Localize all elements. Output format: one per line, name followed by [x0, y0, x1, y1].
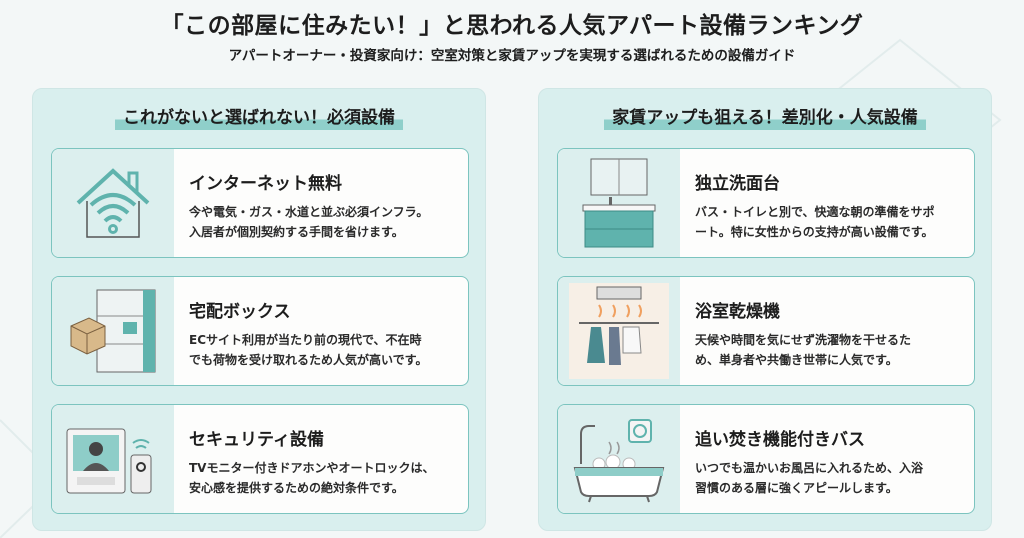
equipment-description: 今や電気・ガス・水道と並ぶ必須インフラ。: [189, 205, 429, 219]
equipment-title: 独立洗面台: [695, 174, 780, 194]
vanity-sink-icon: [558, 149, 680, 257]
equipment-card-security: セキュリティ設備 TVモニター付きドアホンやオートロックは、安心感を提供するため…: [51, 404, 469, 514]
house-wifi-icon: [52, 149, 174, 257]
delivery-box-icon: [52, 277, 174, 385]
bathroom-dryer-icon: [558, 277, 680, 385]
section-heading: これがないと選ばれない！必須設備: [115, 103, 403, 130]
equipment-description: め、単身者や共働き世帯に人気です。: [695, 353, 898, 367]
page-title: 「この部屋に住みたい！」と思われる人気アパート設備ランキング: [160, 13, 864, 39]
equipment-description: 天候や時間を気にせず洗濯物を干せるた: [695, 333, 912, 347]
equipment-title: セキュリティ設備: [189, 430, 324, 450]
equipment-title: 追い焚き機能付きバス: [695, 430, 865, 450]
equipment-description: でも荷物を受け取れるため人気が高いです。: [189, 353, 428, 367]
premium-equipment-panel: 家賃アップも狙える！差別化・人気設備 独立洗面台 バス・トイレと別で、快適な朝の…: [538, 88, 992, 531]
equipment-card-vanity: 独立洗面台 バス・トイレと別で、快適な朝の準備をサポート。特に女性からの支持が高…: [557, 148, 975, 258]
equipment-description: いつでも温かいお風呂に入れるため、入浴: [695, 461, 924, 475]
equipment-description: 安心感を提供するための絶対条件です。: [189, 481, 404, 495]
equipment-card-bathroom-dryer: 浴室乾燥機 天候や時間を気にせず洗濯物を干せるため、単身者や共働き世帯に人気です…: [557, 276, 975, 386]
equipment-title: 浴室乾燥機: [695, 302, 780, 322]
intercom-icon: [52, 405, 174, 513]
equipment-card-reheat-bath: 追い焚き機能付きバス いつでも温かいお風呂に入れるため、入浴習慣のある層に強くア…: [557, 404, 975, 514]
essential-equipment-panel: これがないと選ばれない！必須設備 インターネット無料 今や電気・ガス・水道と並ぶ…: [32, 88, 486, 531]
equipment-title: 宅配ボックス: [189, 302, 291, 322]
reheat-bath-icon: [558, 405, 680, 513]
page-subtitle: アパートオーナー・投資家向け：空室対策と家賃アップを実現する選ばれるための設備ガ…: [228, 48, 796, 64]
equipment-description: 入居者が個別契約する手間を省けます。: [189, 225, 404, 239]
equipment-description: ート。特に女性からの支持が高い設備です。: [695, 225, 934, 239]
equipment-description: ECサイト利用が当たり前の現代で、不在時: [189, 333, 422, 347]
equipment-title: インターネット無料: [189, 174, 342, 194]
section-heading: 家賃アップも狙える！差別化・人気設備: [604, 103, 926, 130]
equipment-card-delivery-box: 宅配ボックス ECサイト利用が当たり前の現代で、不在時でも荷物を受け取れるため人…: [51, 276, 469, 386]
equipment-description: 習慣のある層に強くアピールします。: [695, 481, 898, 495]
equipment-description: TVモニター付きドアホンやオートロックは、: [189, 461, 435, 475]
equipment-card-internet: インターネット無料 今や電気・ガス・水道と並ぶ必須インフラ。入居者が個別契約する…: [51, 148, 469, 258]
equipment-description: バス・トイレと別で、快適な朝の準備をサポ: [695, 205, 935, 219]
